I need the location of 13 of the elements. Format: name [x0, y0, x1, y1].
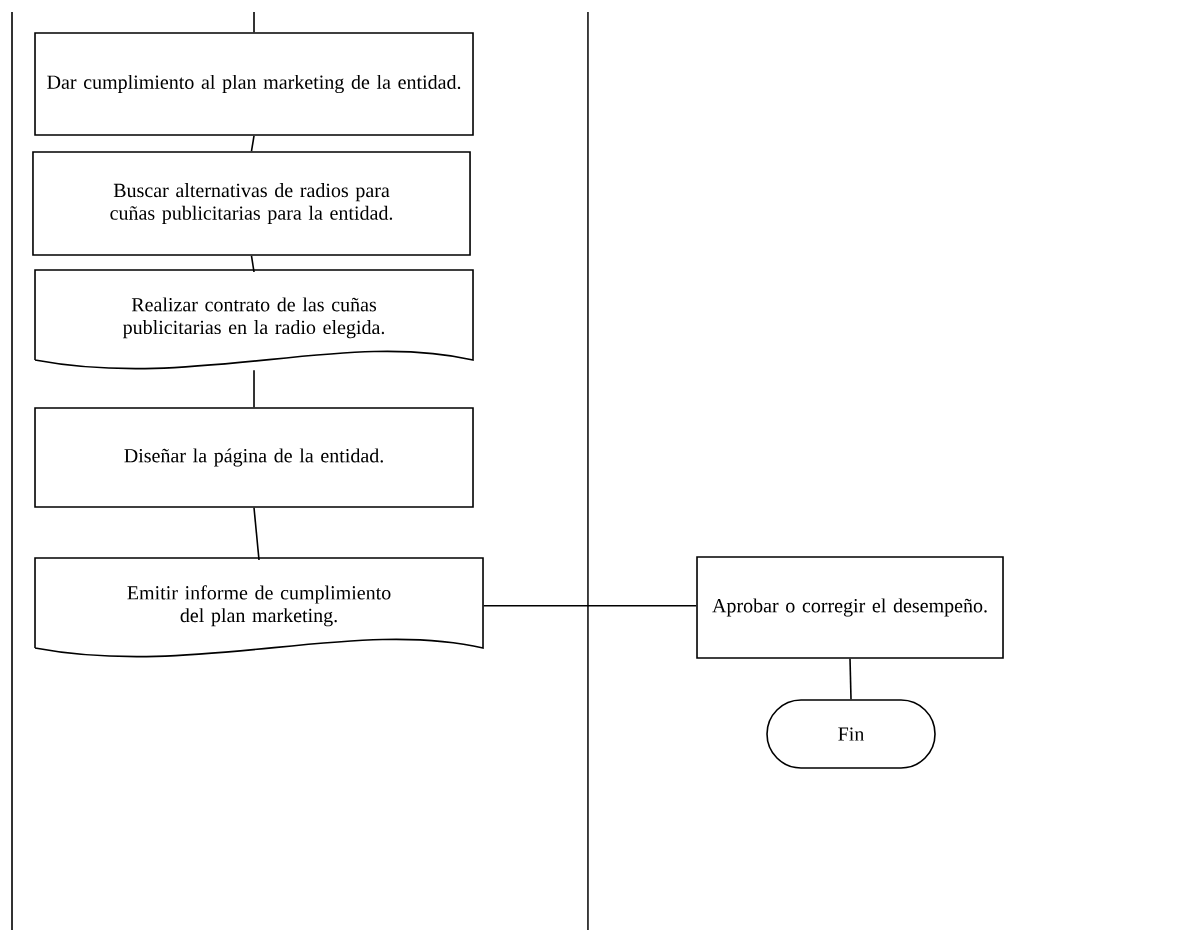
process-box: Dar cumplimiento al plan marketing de la entidad. [34, 32, 474, 136]
connector-line [253, 506, 260, 561]
connector-line [253, 369, 255, 409]
connector-line [849, 658, 852, 700]
connector-line [483, 605, 697, 607]
document-shape: Realizar contrato de las cuñas publicitarias en la radio elegida. [34, 269, 474, 370]
connector-line [253, 11, 255, 33]
process-box: Buscar alternativas de radios para cuñas publicitarias para la entidad. [32, 151, 471, 256]
connector-line [250, 254, 255, 273]
document-shape: Emitir informe de cumplimiento del plan marketing. [34, 557, 484, 658]
connector-line [250, 135, 255, 152]
process-box: Aprobar o corregir el desempeño. [696, 556, 1004, 659]
process-box: Diseñar la página de la entidad. [34, 407, 474, 508]
